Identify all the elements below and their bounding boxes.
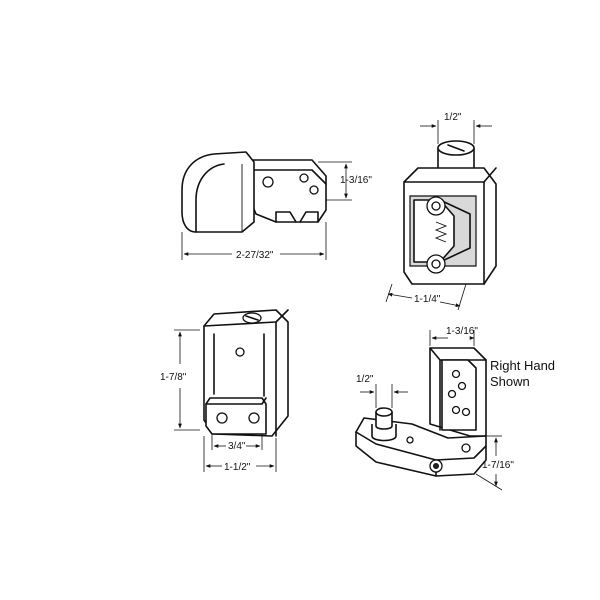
screw-hole <box>235 347 245 357</box>
note-line-2: Shown <box>490 374 530 389</box>
part1-length-label: 2-27/32" <box>236 250 274 261</box>
part1-top-pivot <box>181 151 327 233</box>
part3-height-label: 1-7/8" <box>160 372 187 383</box>
part2-dimensions: 1/2" 1-1/4" <box>385 112 492 311</box>
part2-width-label: 1-1/4" <box>414 294 441 305</box>
part1-dimensions: 1-3/16" 2-27/32" <box>181 161 372 261</box>
part3-dimensions: 1-7/8" 3/4" 1-1/2" <box>160 329 277 473</box>
part1-height-label: 1-3/16" <box>340 175 372 186</box>
screw-hole <box>262 176 274 188</box>
screw-hole <box>309 185 319 195</box>
note-line-1: Right Hand <box>490 358 555 373</box>
part3-width-label: 1-1/2" <box>224 462 251 473</box>
screw-hole <box>299 173 309 183</box>
part4-bracket <box>355 347 487 477</box>
part3-tall-block <box>203 309 289 437</box>
part4-dimensions: 1-3/16" 1/2" 1-7/16" <box>356 326 514 491</box>
part4-bracket-label: 1-3/16" <box>446 326 478 337</box>
part3-plate-label: 3/4" <box>228 441 246 452</box>
part4-pin-label: 1/2" <box>356 374 374 385</box>
part2-pin-label: 1/2" <box>444 112 462 123</box>
part2-block-with-pin <box>403 140 497 285</box>
part4-depth-label: 1-7/16" <box>482 460 514 471</box>
